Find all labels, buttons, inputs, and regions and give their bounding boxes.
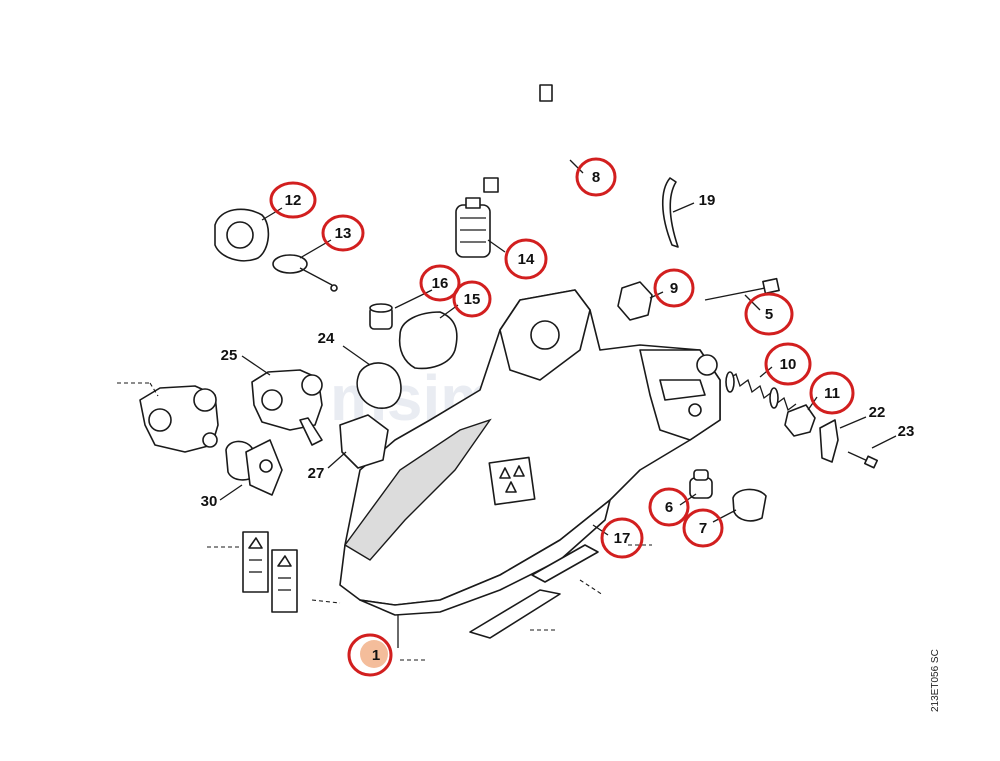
callout-23-label: 23 (898, 423, 915, 440)
leader-lines (117, 159, 897, 661)
main-housing (339, 289, 721, 616)
sleeve (369, 303, 393, 330)
callout-1-label: 1 (372, 647, 380, 664)
spring (725, 371, 797, 412)
gasket (356, 362, 402, 409)
lever (819, 419, 839, 463)
callout-9-label: 9 (670, 280, 678, 297)
cover-plate (398, 311, 458, 370)
screw (847, 451, 879, 469)
callout-13: 13 (321, 214, 365, 252)
callout-15-label: 15 (464, 291, 481, 308)
callout-6: 6 (648, 487, 690, 527)
callout-22-label: 22 (869, 404, 886, 421)
oil-pump (214, 208, 338, 292)
callout-11-label: 11 (824, 385, 840, 402)
buffer (784, 404, 816, 437)
callout-16-label: 16 (432, 275, 449, 292)
flange (339, 414, 389, 469)
callout-12: 12 (269, 181, 317, 219)
callout-14-label: 14 (518, 251, 535, 268)
callout-24: 24 (318, 330, 335, 347)
callout-14: 14 (504, 238, 548, 280)
clip (617, 281, 653, 321)
callout-8: 8 (575, 157, 617, 197)
intake-manifold (225, 439, 283, 496)
callout-5: 5 (744, 292, 794, 336)
callout-17-label: 17 (614, 530, 631, 547)
callout-25: 25 (221, 347, 238, 364)
warning-labels (242, 531, 298, 613)
anti-slip-strips (469, 544, 599, 639)
callout-10: 10 (764, 342, 812, 386)
callout-7: 7 (682, 508, 724, 548)
cap (732, 488, 767, 522)
carburetor-alt (139, 385, 219, 453)
fuel-filter (455, 197, 491, 258)
callout-30-label: 30 (201, 493, 218, 510)
callout-5-label: 5 (765, 306, 773, 323)
fuel-hose (483, 84, 575, 193)
callout-8-label: 8 (592, 169, 600, 186)
callout-27-label: 27 (308, 465, 325, 482)
drawing-code: 213ET056 SC (930, 649, 941, 712)
callout-13-label: 13 (335, 225, 352, 242)
impulse-hose (661, 177, 679, 248)
callout-30: 30 (201, 493, 218, 510)
callout-11: 11 (809, 371, 855, 415)
callout-9: 9 (653, 268, 695, 308)
callout-24-label: 24 (318, 330, 335, 347)
bolt (704, 277, 780, 301)
callout-15: 15 (452, 280, 492, 318)
callout-25-label: 25 (221, 347, 238, 364)
callout-12-label: 12 (285, 192, 302, 209)
callout-6-label: 6 (665, 499, 673, 516)
callout-19-label: 19 (699, 192, 716, 209)
callout-23: 23 (898, 423, 915, 440)
callout-10-label: 10 (780, 356, 797, 373)
plug (689, 469, 713, 499)
callout-27: 27 (308, 465, 325, 482)
callout-19: 19 (699, 192, 716, 209)
carburetor (251, 369, 323, 446)
callout-7-label: 7 (699, 520, 707, 537)
callout-22: 22 (869, 404, 886, 421)
callout-1: 1 (347, 633, 393, 677)
callout-16: 16 (419, 264, 461, 302)
callout-17: 17 (600, 517, 644, 559)
